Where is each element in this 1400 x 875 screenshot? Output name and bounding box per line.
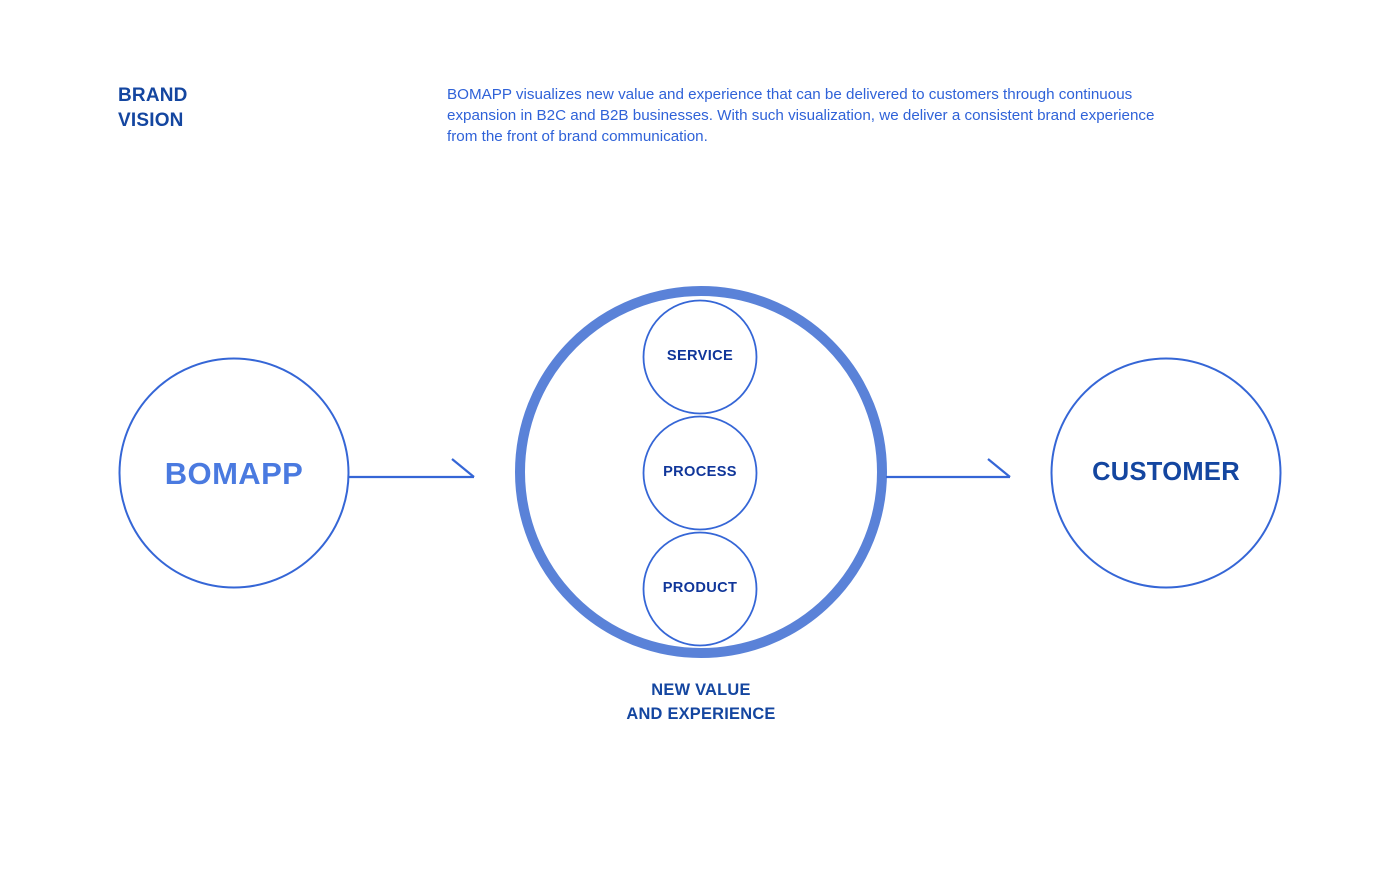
arrow-head [451,458,475,478]
new-value-outer-ring[interactable] [515,286,887,658]
product-circle[interactable] [642,531,758,647]
arrow-center-to-customer [886,458,1011,479]
customer-circle[interactable] [1050,357,1282,589]
arrow-head [987,458,1011,478]
page-title: BRAND VISION [118,85,188,131]
new-value-caption: NEW VALUE AND EXPERIENCE [626,681,776,723]
service-circle[interactable] [642,299,758,415]
arrow-bomapp-to-center [349,458,475,479]
process-circle[interactable] [642,415,758,531]
bomapp-circle[interactable] [118,357,350,589]
page-description: BOMAPP visualizes new value and experien… [447,86,1155,145]
